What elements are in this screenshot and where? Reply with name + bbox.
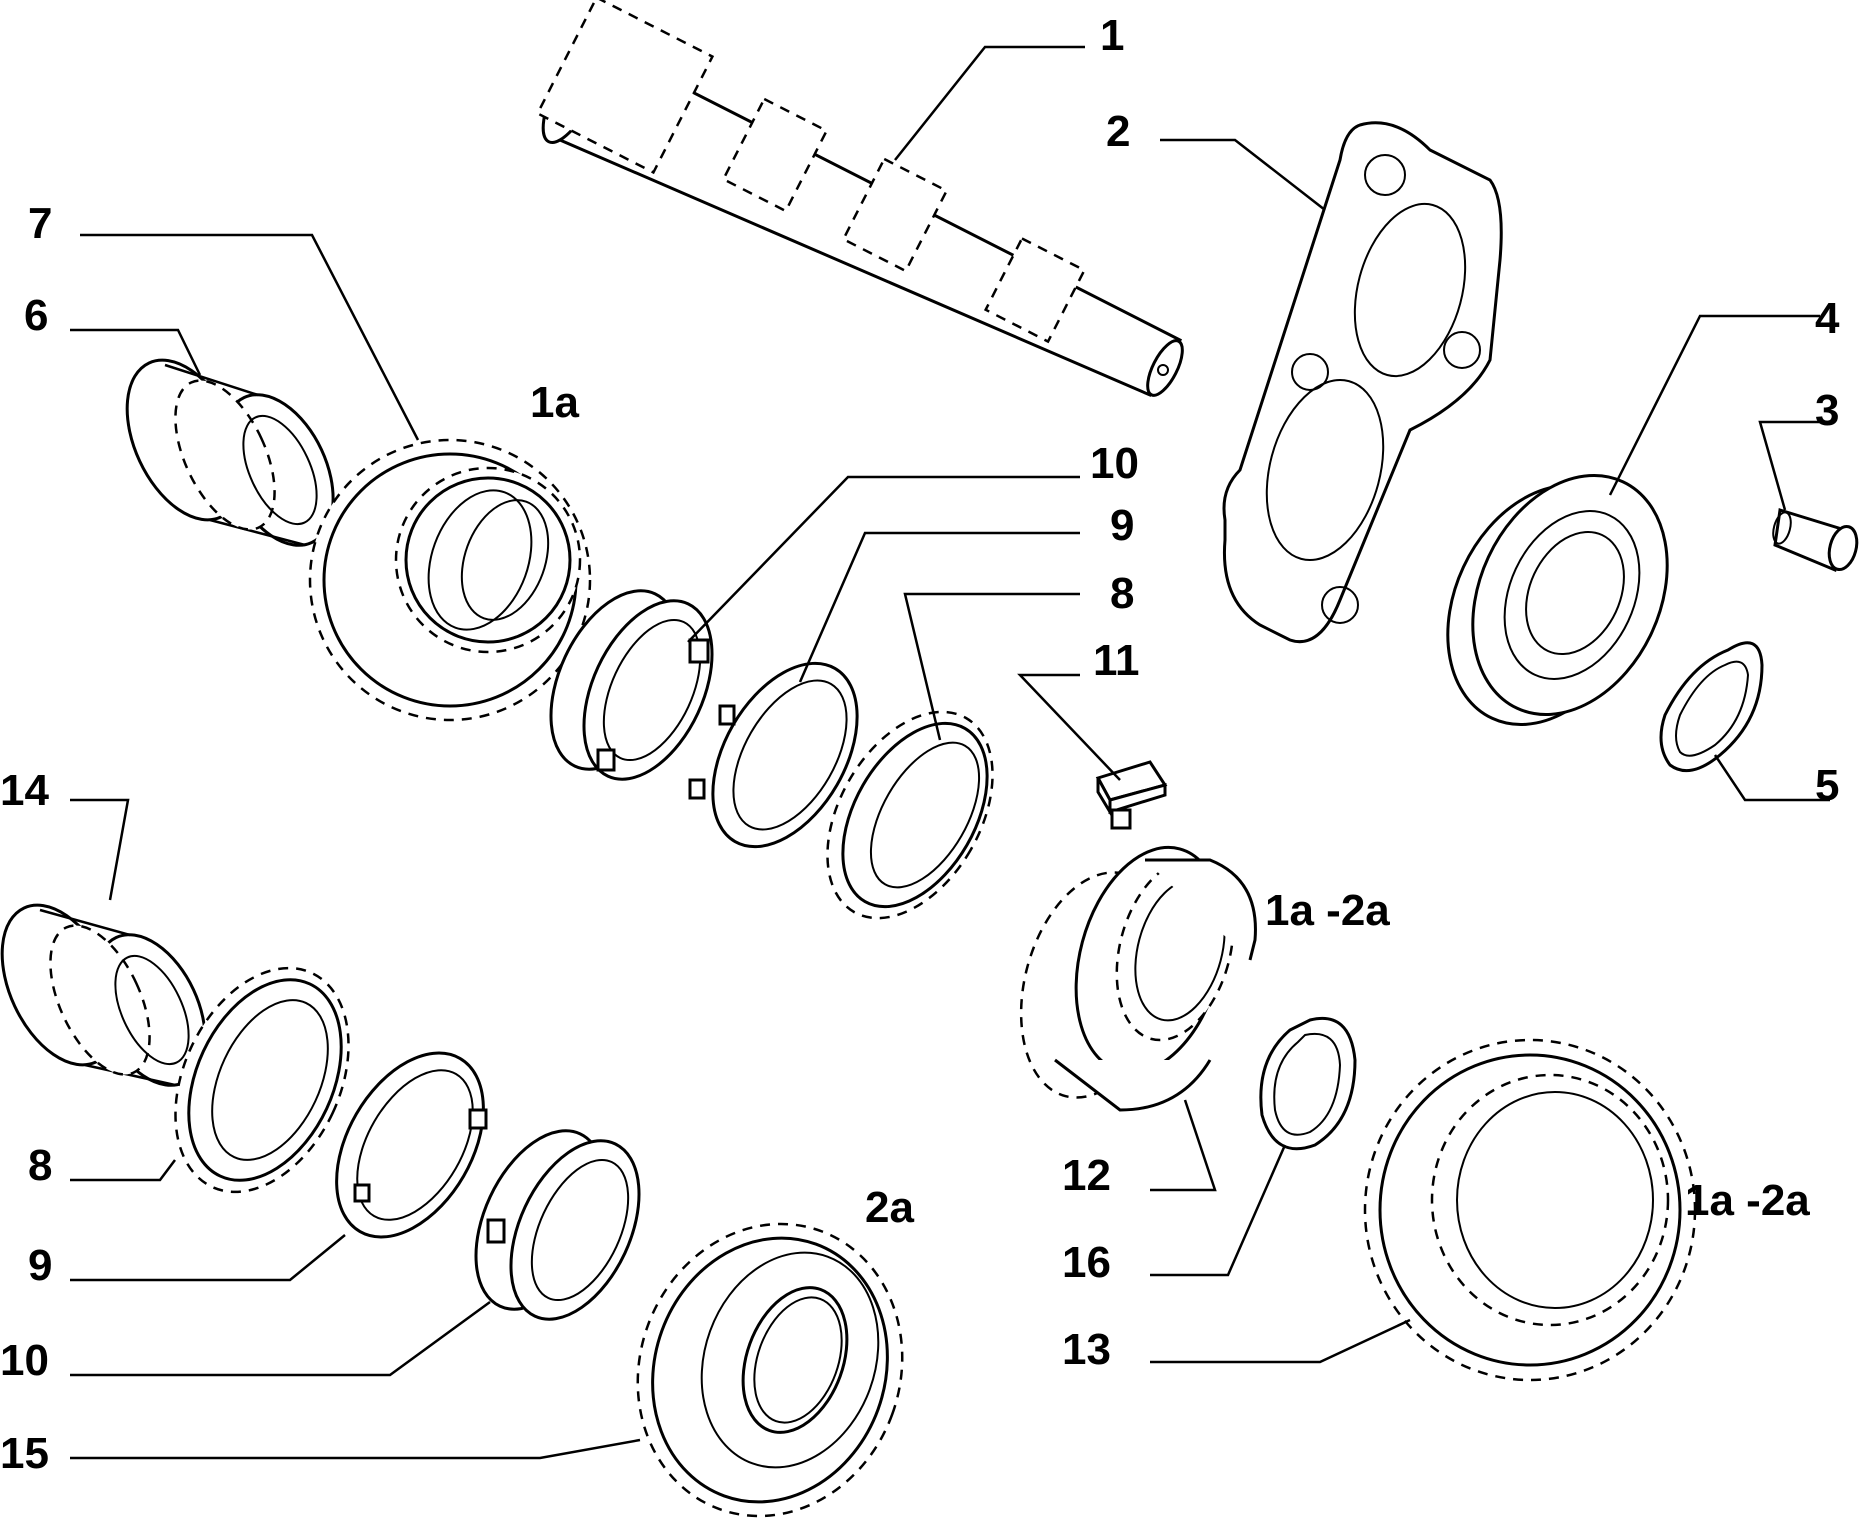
circlip-icon bbox=[1659, 641, 1764, 773]
sleeve-icon bbox=[1363, 1038, 1697, 1382]
bearing-icon bbox=[1446, 473, 1669, 727]
label-2a: 2a bbox=[865, 1183, 914, 1232]
circlip-icon bbox=[1259, 1016, 1357, 1151]
synchro-ring-icon bbox=[335, 1051, 488, 1239]
label-1a-2a-bottom: 1a -2a bbox=[1685, 1176, 1810, 1225]
needle-bearing-icon bbox=[0, 903, 207, 1087]
label-3: 3 bbox=[1815, 386, 1839, 435]
gear-icon bbox=[174, 966, 350, 1194]
key-icon bbox=[1095, 760, 1168, 830]
hub-icon bbox=[1019, 845, 1257, 1112]
label-9-bottom: 9 bbox=[28, 1241, 52, 1290]
label-6: 6 bbox=[24, 291, 48, 340]
shaft-icon bbox=[535, 0, 1184, 397]
label-11: 11 bbox=[1093, 636, 1140, 685]
gear-icon bbox=[826, 710, 994, 920]
part-labels: 1 2 4 3 5 7 6 1a 10 9 8 11 1a -2a 14 8 9… bbox=[0, 11, 1840, 1478]
label-8-bottom: 8 bbox=[28, 1141, 52, 1190]
label-1: 1 bbox=[1100, 11, 1124, 60]
synchro-ring-icon bbox=[688, 661, 859, 849]
label-9-top: 9 bbox=[1110, 501, 1134, 550]
label-16: 16 bbox=[1062, 1238, 1111, 1287]
leader-lines bbox=[70, 45, 1830, 1460]
gear-icon bbox=[308, 438, 592, 722]
label-5: 5 bbox=[1815, 761, 1839, 810]
label-13: 13 bbox=[1062, 1325, 1111, 1374]
label-12: 12 bbox=[1062, 1151, 1111, 1200]
plate-icon bbox=[1222, 121, 1503, 643]
screw-icon bbox=[1772, 508, 1859, 573]
needle-bearing-icon bbox=[125, 358, 335, 547]
label-10-bottom: 10 bbox=[0, 1336, 49, 1385]
label-10-top: 10 bbox=[1090, 439, 1139, 488]
gear-icon bbox=[636, 1222, 904, 1518]
label-1a: 1a bbox=[530, 378, 579, 427]
label-8-top: 8 bbox=[1110, 569, 1134, 618]
label-15: 15 bbox=[0, 1429, 49, 1478]
synchro-cone-icon bbox=[549, 589, 714, 781]
label-14: 14 bbox=[0, 766, 49, 815]
label-7: 7 bbox=[28, 199, 52, 248]
label-1a-2a-top: 1a -2a bbox=[1265, 886, 1390, 935]
label-4: 4 bbox=[1815, 294, 1840, 343]
label-2: 2 bbox=[1106, 107, 1130, 156]
synchro-cone-icon bbox=[474, 1129, 641, 1321]
